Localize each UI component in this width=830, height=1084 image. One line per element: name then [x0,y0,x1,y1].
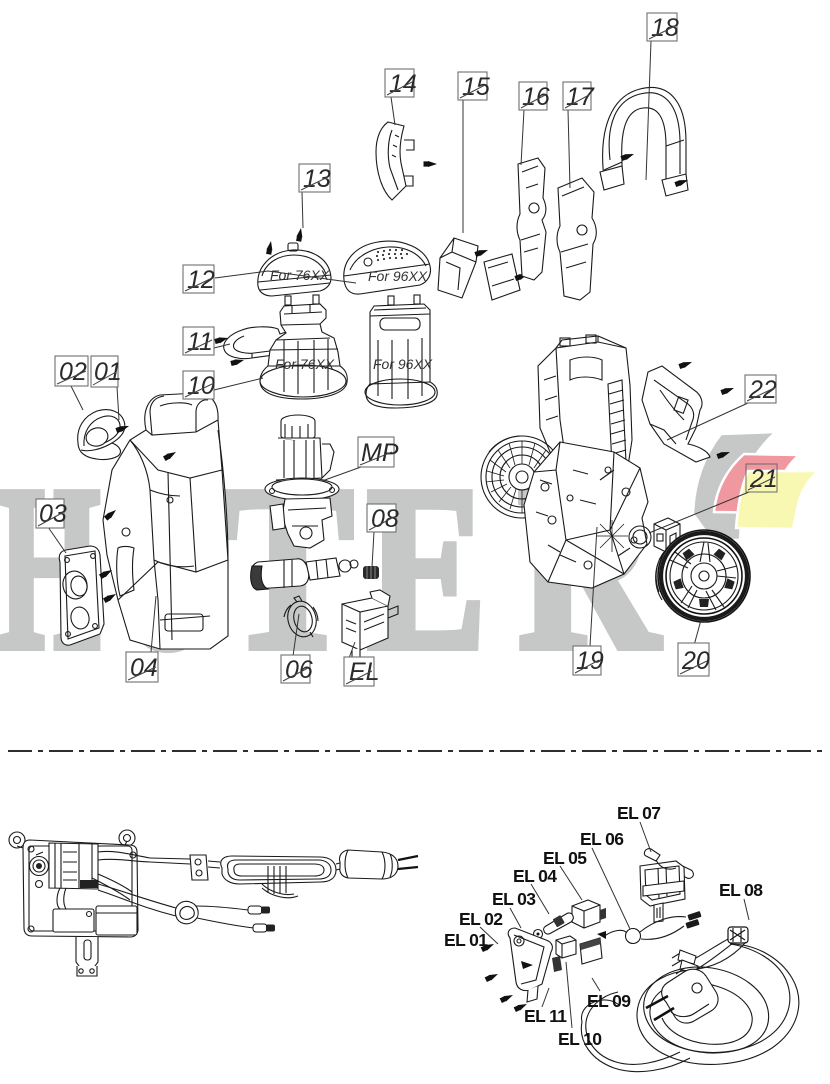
svg-text:EL: EL [349,658,380,686]
svg-text:13: 13 [303,165,331,193]
svg-text:EL 03: EL 03 [492,889,536,909]
svg-text:21: 21 [749,465,778,493]
svg-text:15: 15 [462,73,490,101]
svg-text:EL 06: EL 06 [580,829,624,849]
svg-text:11: 11 [187,328,213,356]
svg-text:14: 14 [389,70,417,98]
svg-text:08: 08 [371,505,399,533]
svg-text:EL 01: EL 01 [444,930,488,950]
svg-text:E: E [367,439,486,699]
svg-text:03: 03 [39,500,67,528]
svg-text:12: 12 [187,266,215,294]
svg-text:16: 16 [522,83,550,111]
svg-text:17: 17 [566,83,595,111]
svg-text:EL 09: EL 09 [587,991,631,1011]
svg-text:06: 06 [285,656,313,684]
svg-text:18: 18 [651,14,679,42]
svg-text:EL 04: EL 04 [513,866,557,886]
svg-text:For 76XX: For 76XX [270,267,330,283]
svg-text:For 96XX: For 96XX [368,268,428,284]
svg-text:10: 10 [187,372,215,400]
svg-text:EL 02: EL 02 [459,909,503,929]
svg-text:EL 07: EL 07 [617,803,660,823]
svg-text:EL 10: EL 10 [558,1029,602,1049]
svg-text:EL 08: EL 08 [719,880,763,900]
svg-text:For 76XX: For 76XX [275,356,335,372]
svg-text:EL 11: EL 11 [524,1006,567,1026]
svg-text:20: 20 [681,647,710,675]
svg-text:22: 22 [748,376,777,404]
svg-text:19: 19 [576,647,604,675]
svg-text:EL 05: EL 05 [543,848,587,868]
svg-text:For 96XX: For 96XX [373,356,433,372]
